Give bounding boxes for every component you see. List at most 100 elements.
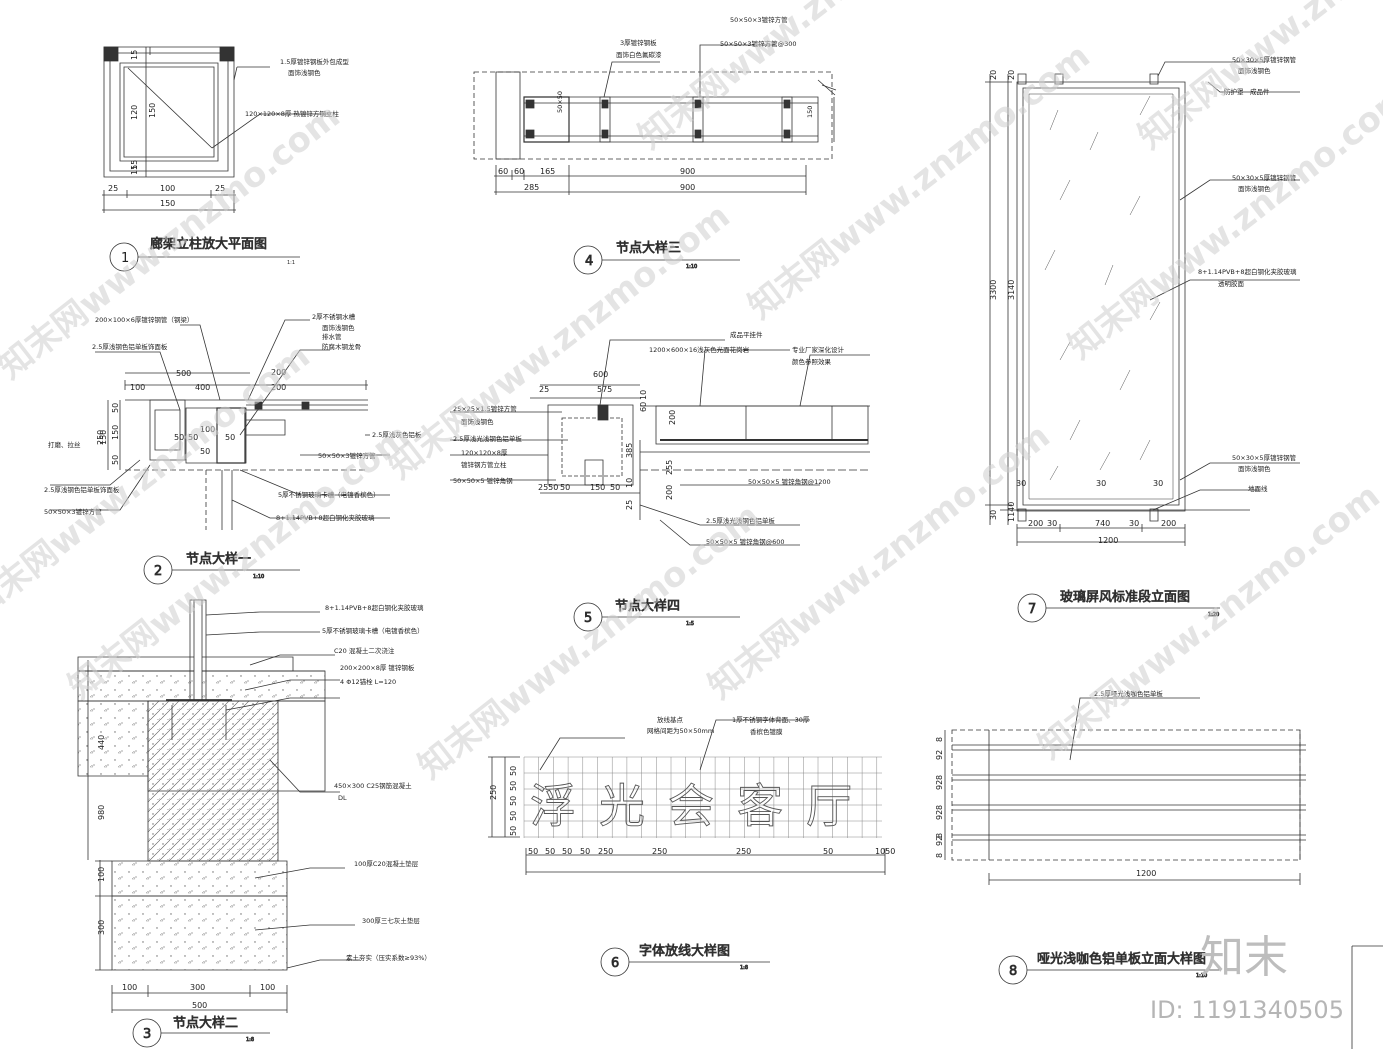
d4-note-5: 150 xyxy=(806,106,814,118)
d4-dim-5: 900 xyxy=(680,183,695,192)
d5-dim-5: 60 xyxy=(639,402,648,412)
d6-dim-14: 1050 xyxy=(875,847,895,856)
d1-dim-0: 15 xyxy=(130,50,139,60)
d7-note-2: 防护罩 成品件 xyxy=(1224,87,1270,96)
d2-dim-13: 50 xyxy=(225,433,235,442)
d3-note-4: 4 Φ12锚栓 L=120 xyxy=(340,677,396,686)
d5-note-3: 颜色参照效果 xyxy=(792,357,832,366)
watermark-text: 知末网www.znzmo.com xyxy=(1061,76,1383,367)
d3-dim-4: 100 xyxy=(122,983,137,992)
detail-7-scale: 1:20 xyxy=(1208,612,1219,618)
d5-note-9: 50×50×5 镀锌角钢 xyxy=(453,476,513,485)
d2-note-7: 2.5厚浅灰色铝板 xyxy=(372,430,422,439)
detail-5-scale: 1:5 xyxy=(686,621,694,627)
d5-dim-12: 50 xyxy=(560,483,570,492)
d8-dim-4: 8 xyxy=(935,805,944,810)
d8-dim-7: 92 xyxy=(935,836,944,846)
watermark-text: 知末网www.znzmo.com xyxy=(741,36,1098,327)
d3-note-8: 300厚三七灰土垫层 xyxy=(362,916,420,925)
detail-8-scale: 1:10 xyxy=(1196,973,1207,979)
d3-note-6: DL xyxy=(338,794,347,802)
d7-note-3: 50×30×5厚镀锌钢管 xyxy=(1232,173,1297,182)
d7-dim-2: 3300 xyxy=(989,280,998,300)
d8-dim-5: 92 xyxy=(935,810,944,820)
d7-dim-12: 30 xyxy=(1129,519,1139,528)
d7-note-9: 地面线 xyxy=(1248,484,1268,493)
d7-note-1: 面饰浅钢色 xyxy=(1238,66,1271,75)
d5-note-0: 成品平挂件 xyxy=(730,330,763,339)
d6-dim-6: 50 xyxy=(528,847,538,856)
d1-dim-2: 150 xyxy=(148,103,157,118)
detail-2-notes: 200×100×6厚镀锌钢管（钢梁）2.5厚浅钢色铝单板饰面板2厚不锈钢水槽面饰… xyxy=(44,312,422,522)
detail-3-node-two xyxy=(78,600,360,1047)
detail-4-number: 4 xyxy=(585,254,593,269)
d3-dim-5: 300 xyxy=(190,983,205,992)
d4-dim-3: 900 xyxy=(680,167,695,176)
d6-dim-11: 250 xyxy=(652,847,667,856)
detail-4-scale: 1:10 xyxy=(686,264,697,270)
d8-dim-6: 8 xyxy=(935,833,944,838)
d7-note-5: 8+1.14PVB+8超白钢化夹胶玻璃 xyxy=(1198,267,1297,276)
d5-note-8: 镀锌钢方管立柱 xyxy=(461,460,507,469)
watermark-text: 知末网www.znzmo.com xyxy=(701,416,1058,707)
d3-note-9: 素土夯实（压实系数≥93%） xyxy=(346,953,431,962)
d5-note-11: 2.5厚浅光浅钢色铝单板 xyxy=(706,516,775,525)
d5-dim-0: 600 xyxy=(593,370,608,379)
d4-note-1: 面饰白色氟碳漆 xyxy=(616,50,662,59)
watermark-text: 知末网www.znzmo.com xyxy=(1031,476,1383,767)
detail-2-number: 2 xyxy=(154,564,162,579)
d8-dim-3: 92 xyxy=(935,780,944,790)
outline-letter: 光 xyxy=(599,779,645,833)
d3-note-1: 5厚不锈钢玻璃卡槽（电镀香槟色） xyxy=(322,626,424,635)
d1-dim-4: 15 xyxy=(130,160,139,170)
d5-note-7: 120×120×8厚 xyxy=(461,449,508,457)
d2-dim-2: 400 xyxy=(195,383,210,392)
d7-dim-11: 740 xyxy=(1095,519,1110,528)
d6-dim-8: 50 xyxy=(562,847,572,856)
detail-3-scale: 1:8 xyxy=(246,1037,254,1043)
d7-dim-10: 30 xyxy=(1047,519,1057,528)
d2-dim-0: 500 xyxy=(176,369,191,378)
d2-dim-3: 200 xyxy=(271,368,286,377)
d2-note-2: 2厚不锈钢水槽 xyxy=(312,312,356,321)
d1-dim-3: 15 xyxy=(130,165,139,175)
d6-dim-10: 250 xyxy=(598,847,613,856)
d6-dim-5: 250 xyxy=(489,785,498,800)
d5-dim-6: 385 xyxy=(625,443,634,458)
d3-dim-0: 980 xyxy=(97,805,106,820)
d8-note-0: 2.5厚哑光浅咖色铝单板 xyxy=(1094,689,1163,698)
detail-1-scale: 1:1 xyxy=(287,260,295,266)
d3-note-5: 450×300 C25钢筋混凝土 xyxy=(334,781,412,790)
detail-1-number: 1 xyxy=(121,251,129,266)
detail-5-title: 节点大样四 xyxy=(615,599,680,614)
d2-dim-9: 50 xyxy=(174,433,184,442)
d1-note-0: 1.5厚镀锌钢板外包成型 xyxy=(280,57,349,66)
d2-note-4: 排水管 xyxy=(322,332,342,341)
watermark-text: 知末网www.znzmo.com xyxy=(411,496,768,787)
d2-note-0: 200×100×6厚镀锌钢管（钢梁） xyxy=(95,315,193,324)
detail-7-number: 7 xyxy=(1028,602,1036,617)
d3-dim-7: 500 xyxy=(192,1001,207,1010)
d2-note-9: 2.5厚浅钢色铝单板饰面板 xyxy=(44,485,120,494)
d5-note-2: 专业厂家深化设计 xyxy=(792,345,845,354)
d2-dim-1: 100 xyxy=(130,383,145,392)
d5-note-4: 25×25×1.5镀锌方管 xyxy=(453,404,517,413)
detail-8-notes: 2.5厚哑光浅咖色铝单板 xyxy=(1094,689,1163,698)
watermark-id: ID: 1191340505 xyxy=(1150,996,1344,1024)
d6-dim-1: 50 xyxy=(509,781,518,791)
d6-dim-12: 250 xyxy=(736,847,751,856)
detail-8-number: 8 xyxy=(1009,964,1017,979)
d1-dim-1: 120 xyxy=(130,105,139,120)
d6-dim-9: 50 xyxy=(580,847,590,856)
d7-dim-13: 200 xyxy=(1161,519,1176,528)
d8-dim-1: 92 xyxy=(935,750,944,760)
d6-dim-2: 50 xyxy=(509,796,518,806)
d5-note-5: 面饰浅钢色 xyxy=(461,417,494,426)
d1-note-1: 面饰浅钢色 xyxy=(288,68,321,77)
